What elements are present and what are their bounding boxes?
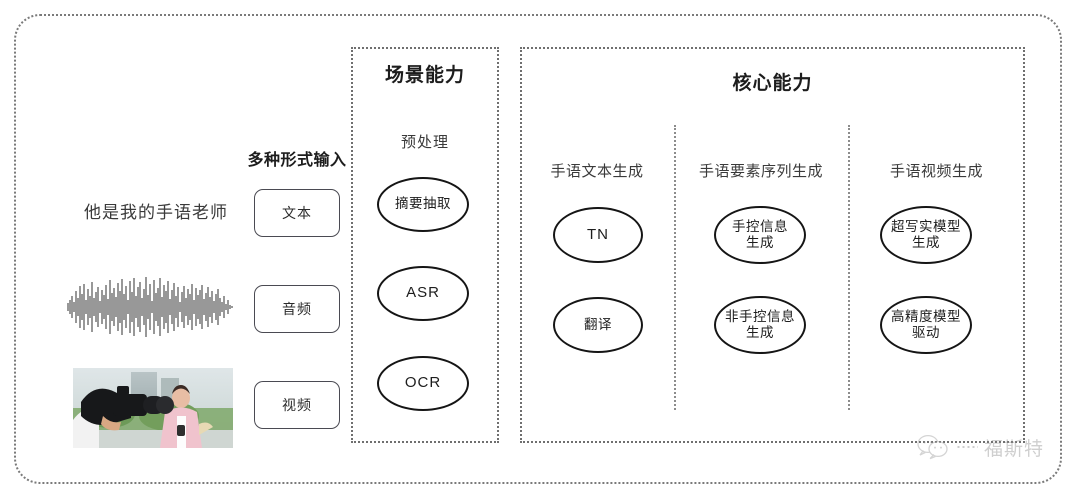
watermark-dot-leader [956, 446, 978, 448]
input-chip-text-label: 文本 [282, 205, 312, 221]
node-asr[interactable]: ASR [377, 266, 469, 321]
core-column-label-sign-text: 手语文本生成 [550, 163, 644, 180]
core-capability-title: 核心能力 [732, 73, 813, 94]
node-non-manual-feature-generation[interactable]: 非手控信息生成 [714, 296, 806, 354]
scene-capability-title: 场景能力 [384, 65, 465, 86]
node-summary-extraction-label: 摘要抽取 [395, 196, 451, 212]
watermark-text: 福斯特 [984, 438, 1045, 460]
scene-preprocess-label: 预处理 [400, 134, 449, 151]
node-manual-feature-generation-label: 手控信息生成 [732, 218, 788, 250]
core-column-label-sign-video: 手语视频生成 [889, 163, 983, 180]
input-chip-audio-label: 音频 [282, 301, 312, 317]
outer-dotted-frame [14, 14, 1062, 484]
input-chip-text[interactable]: 文本 [254, 189, 340, 237]
sample-text-line: 他是我的手语老师 [84, 203, 228, 222]
core-column-divider-1 [674, 125, 676, 410]
node-hyperrealistic-model-generation[interactable]: 超写实模型生成 [880, 206, 972, 264]
node-high-precision-model-driving-label: 高精度模型驱动 [891, 308, 961, 340]
watermark: 福斯特 [916, 430, 1044, 464]
input-section: 多种形式输入 他是我的手语老师 [26, 40, 346, 448]
core-column-label-sign-elements: 手语要素序列生成 [698, 163, 823, 180]
input-chip-video-label: 视频 [282, 397, 312, 413]
video-thumbnail-icon [73, 368, 233, 448]
input-chip-video[interactable]: 视频 [254, 381, 340, 429]
node-tn-label: TN [587, 225, 609, 243]
node-asr-label: ASR [406, 284, 440, 302]
node-ocr[interactable]: OCR [377, 356, 469, 411]
node-translation[interactable]: 翻译 [553, 297, 643, 353]
audio-waveform-icon [67, 277, 233, 337]
node-ocr-label: OCR [404, 374, 442, 392]
core-capability-panel [520, 47, 1025, 443]
wechat-logo-icon [917, 434, 948, 460]
node-non-manual-feature-generation-label: 非手控信息生成 [725, 308, 795, 340]
core-column-divider-2 [848, 125, 850, 410]
node-high-precision-model-driving[interactable]: 高精度模型驱动 [880, 296, 972, 354]
node-summary-extraction[interactable]: 摘要抽取 [377, 177, 469, 232]
input-chip-audio[interactable]: 音频 [254, 285, 340, 333]
input-section-heading: 多种形式输入 [247, 152, 347, 169]
scene-capability-panel [351, 47, 499, 443]
node-hyperrealistic-model-generation-label: 超写实模型生成 [891, 218, 961, 250]
node-translation-label: 翻译 [584, 316, 612, 332]
node-tn[interactable]: TN [553, 207, 643, 263]
node-manual-feature-generation[interactable]: 手控信息生成 [714, 206, 806, 264]
